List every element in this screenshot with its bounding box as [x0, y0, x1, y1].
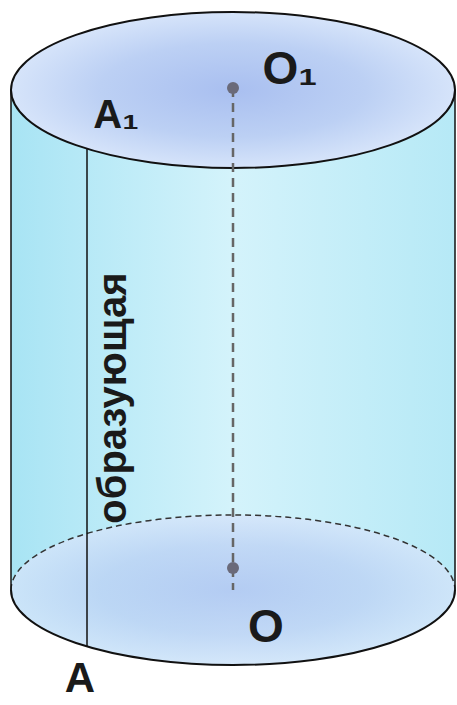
side-line: [10, 90, 12, 590]
axis: [232, 88, 235, 590]
bottom-edge: [11, 590, 455, 665]
center-label: O₁: [263, 45, 318, 91]
top-base: [11, 12, 455, 168]
point-label: A: [65, 657, 95, 699]
point-label: A₁: [93, 94, 138, 134]
center-dot: [227, 82, 239, 94]
center-label: O: [248, 603, 284, 649]
generator-label: образующая: [92, 272, 132, 523]
side-line: [454, 90, 456, 590]
center-dot: [227, 562, 239, 574]
generator-line: [86, 149, 88, 646]
